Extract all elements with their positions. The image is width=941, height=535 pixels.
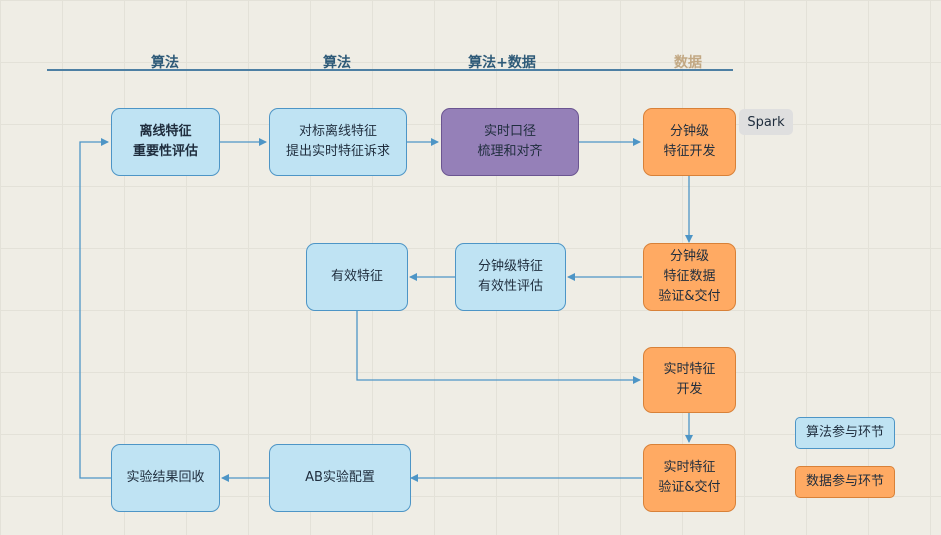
arrow-result-loop-to-offline: [79, 138, 111, 479]
node-minute-feature-dev: 分钟级 特征开发: [643, 108, 736, 176]
arrow-effective-to-rt-dev: [356, 311, 641, 384]
header-data: 数据: [674, 55, 702, 71]
node-experiment-result: 实验结果回收: [111, 444, 220, 512]
header-divider: [47, 69, 733, 71]
node-realtime-alignment: 实时口径 梳理和对齐: [441, 108, 579, 176]
node-ab-config: AB实验配置: [269, 444, 411, 512]
legend-algorithm: 算法参与环节: [795, 417, 895, 449]
node-benchmark-offline: 对标离线特征 提出实时特征诉求: [269, 108, 407, 176]
node-minute-effectiveness-eval: 分钟级特征 有效性评估: [455, 243, 566, 311]
spark-tag: Spark: [739, 109, 793, 135]
header-algorithm-2: 算法: [323, 55, 351, 71]
node-offline-importance-eval: 离线特征 重要性评估: [111, 108, 220, 176]
node-realtime-feature-dev: 实时特征 开发: [643, 347, 736, 413]
node-effective-feature: 有效特征: [306, 243, 408, 311]
node-realtime-feature-verify: 实时特征 验证&交付: [643, 444, 736, 512]
legend-data: 数据参与环节: [795, 466, 895, 498]
node-minute-feature-verify: 分钟级 特征数据 验证&交付: [643, 243, 736, 311]
header-algorithm-1: 算法: [151, 55, 179, 71]
header-algorithm-data: 算法+数据: [468, 55, 536, 71]
